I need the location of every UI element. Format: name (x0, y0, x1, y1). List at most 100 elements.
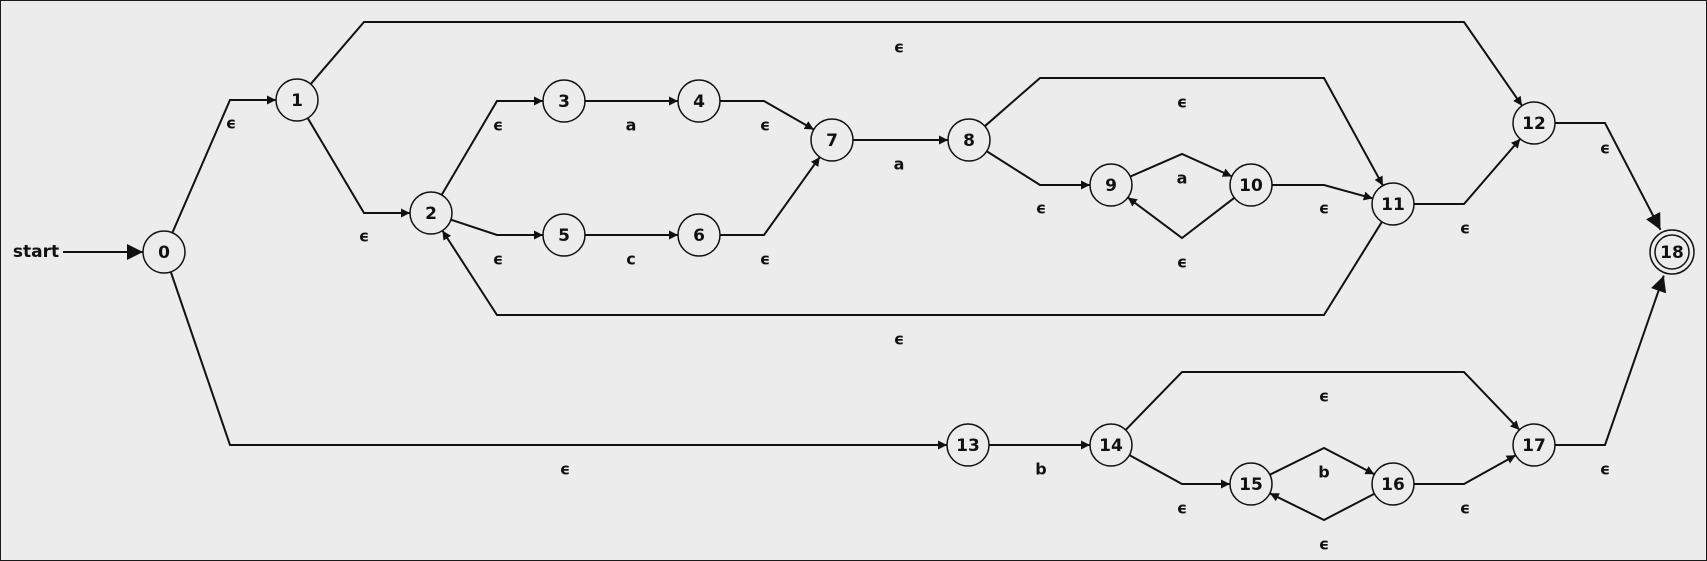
state-1: 1 (275, 78, 319, 122)
state-label: 11 (1381, 195, 1405, 215)
state-17: 17 (1512, 423, 1556, 467)
state-label: 14 (1099, 436, 1123, 456)
transition-9-to-10 (1129, 152, 1233, 178)
transition-12-to-18 (1555, 122, 1662, 231)
state-circle (542, 79, 586, 123)
state-18: 18 (1649, 229, 1695, 275)
transition-label-2-to-3: ϵ (493, 116, 503, 135)
transition-label-4-to-7: ϵ (760, 116, 770, 135)
state-label: 15 (1239, 475, 1263, 495)
state-circle (677, 79, 721, 123)
transition-label-13-to-14: b (1035, 460, 1046, 479)
state-label: 17 (1522, 436, 1546, 456)
state-16: 16 (1371, 462, 1415, 506)
transition-11-to-2 (441, 221, 1383, 316)
transition-8-to-9 (986, 150, 1090, 190)
state-label: 18 (1660, 243, 1684, 263)
transition-16-to-15 (1269, 492, 1375, 522)
transition-label-8-to-9: ϵ (1036, 199, 1046, 218)
state-circle (142, 230, 186, 274)
state-label: 7 (826, 131, 838, 151)
edges-layer (169, 21, 1667, 522)
transition-label-5-to-6: c (626, 250, 635, 269)
transition-16-to-17 (1414, 454, 1517, 485)
state-3: 3 (542, 79, 586, 123)
state-label: 10 (1239, 176, 1263, 196)
transition-label-12-to-18: ϵ (1600, 139, 1610, 158)
state-0: 0 (142, 230, 186, 274)
state-circle (409, 191, 453, 235)
transition-label-14-to-17: ϵ (1319, 387, 1329, 406)
state-circle (947, 118, 991, 162)
transition-label-14-to-15: ϵ (1177, 499, 1187, 518)
transition-label-11-to-12: ϵ (1460, 219, 1470, 238)
transition-label-9-to-10: a (1177, 169, 1188, 188)
transition-2-to-5 (450, 218, 543, 240)
state-circle (1371, 462, 1415, 506)
state-12: 12 (1512, 101, 1556, 145)
transition-label-6-to-7: ϵ (760, 250, 770, 269)
state-label: 3 (558, 92, 570, 112)
state-circle (1229, 163, 1273, 207)
state-14: 14 (1089, 423, 1133, 467)
transition-label-0-to-13: ϵ (560, 460, 570, 479)
state-4: 4 (677, 79, 721, 123)
state-label: 6 (693, 226, 705, 246)
state-circle (1512, 101, 1556, 145)
state-circle (542, 213, 586, 257)
state-label: 4 (693, 92, 705, 112)
transition-6-to-7 (720, 156, 821, 236)
transition-4-to-7 (720, 100, 815, 131)
state-10: 10 (1229, 163, 1273, 207)
state-circle (810, 118, 854, 162)
state-label: 5 (558, 226, 570, 246)
state-9: 9 (1089, 163, 1133, 207)
transition-label-1-to-2: ϵ (359, 227, 369, 246)
start-indicator: start (13, 242, 143, 262)
transition-14-to-17 (1124, 371, 1521, 431)
transition-2-to-3 (440, 96, 543, 196)
transition-label-1-to-12: ϵ (894, 38, 904, 57)
transition-17-to-18 (1555, 275, 1667, 446)
state-circle (1089, 163, 1133, 207)
transition-label-16-to-17: ϵ (1460, 499, 1470, 518)
start-label: start (13, 242, 59, 262)
state-label: 16 (1381, 475, 1405, 495)
transition-0-to-1 (171, 95, 276, 234)
transition-label-3-to-4: a (626, 116, 637, 135)
state-15: 15 (1229, 462, 1273, 506)
transition-label-10-to-11: ϵ (1319, 199, 1329, 218)
state-8: 8 (947, 118, 991, 162)
state-circle (1229, 462, 1273, 506)
state-label: 12 (1522, 114, 1546, 134)
transition-label-17-to-18: ϵ (1600, 460, 1610, 479)
transition-label-10-to-9: ϵ (1177, 253, 1187, 272)
transition-8-to-11 (984, 77, 1384, 187)
state-13: 13 (946, 423, 990, 467)
transition-1-to-2 (306, 117, 410, 218)
state-circle (946, 423, 990, 467)
state-label: 8 (963, 131, 975, 151)
transition-10-to-9 (1127, 196, 1235, 240)
transition-11-to-12 (1414, 138, 1522, 205)
state-label: 2 (425, 204, 437, 224)
state-circle (275, 78, 319, 122)
transition-label-15-to-16: b (1318, 463, 1329, 482)
state-label: 0 (158, 243, 170, 263)
transition-10-to-11 (1272, 184, 1374, 201)
state-circle (1371, 182, 1415, 226)
transition-label-11-to-2: ϵ (894, 330, 904, 349)
state-circle (1512, 423, 1556, 467)
state-label: 13 (956, 436, 980, 456)
transition-label-2-to-5: ϵ (493, 250, 503, 269)
transition-0-to-13 (169, 271, 947, 450)
state-11: 11 (1371, 182, 1415, 226)
transition-14-to-15 (1128, 454, 1230, 489)
state-label: 9 (1105, 176, 1117, 196)
transition-label-0-to-1: ϵ (226, 114, 236, 133)
accept-state-inner-circle (1654, 234, 1690, 270)
transition-15-to-16 (1269, 446, 1375, 476)
